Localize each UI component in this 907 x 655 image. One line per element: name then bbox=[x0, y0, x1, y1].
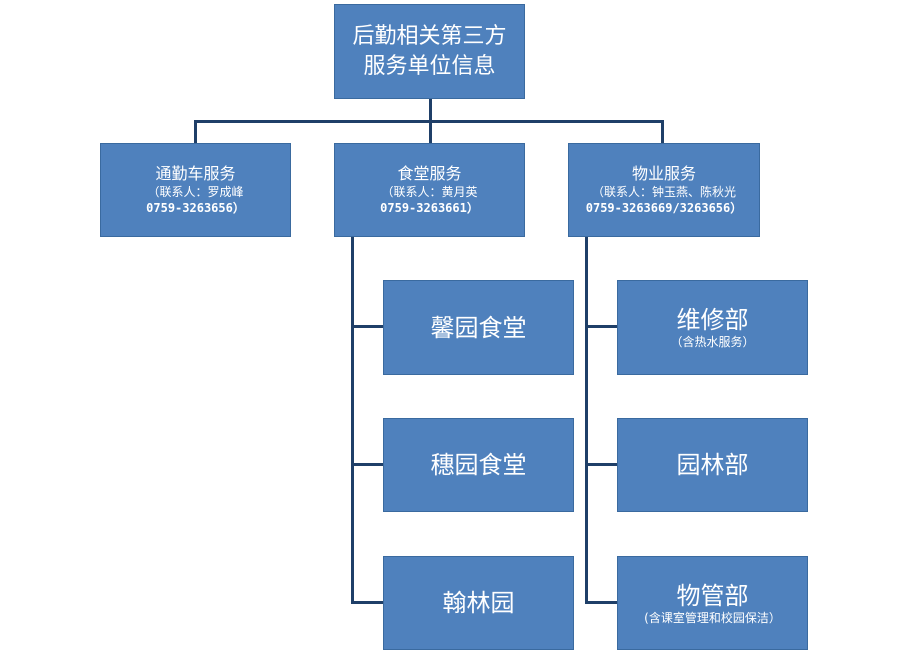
connector-to-commute bbox=[194, 120, 197, 144]
department-phone: 0759-3263656） bbox=[146, 201, 245, 215]
unit-landscaping: 园林部 bbox=[617, 418, 808, 512]
canteen-branch-2 bbox=[351, 463, 384, 466]
canteen-trunk-line bbox=[351, 236, 354, 603]
canteen-xinyuan: 馨园食堂 bbox=[383, 280, 574, 375]
unit-note: （含热水服务） bbox=[670, 335, 755, 349]
canteen-branch-3 bbox=[351, 601, 384, 604]
property-trunk-line bbox=[585, 236, 588, 603]
root-node: 后勤相关第三方 服务单位信息 bbox=[334, 4, 525, 99]
department-name: 通勤车服务 bbox=[155, 164, 236, 183]
canteen-branch-1 bbox=[351, 325, 384, 328]
property-branch-3 bbox=[585, 601, 618, 604]
root-title-line-2: 服务单位信息 bbox=[363, 53, 496, 79]
canteen-suiyuan: 穗园食堂 bbox=[383, 418, 574, 512]
unit-name: 翰林园 bbox=[442, 589, 515, 617]
department-name: 物业服务 bbox=[631, 164, 696, 183]
department-canteen: 食堂服务 （联系人：黄月英 0759-3263661） bbox=[334, 143, 525, 237]
unit-name: 园林部 bbox=[676, 451, 749, 479]
department-phone: 0759-3263661） bbox=[380, 201, 479, 215]
department-commute: 通勤车服务 （联系人：罗成峰 0759-3263656） bbox=[100, 143, 291, 237]
unit-name: 穗园食堂 bbox=[430, 451, 527, 479]
unit-name: 馨园食堂 bbox=[430, 313, 527, 342]
department-phone: 0759-3263669/3263656） bbox=[585, 201, 743, 215]
unit-maintenance: 维修部 （含热水服务） bbox=[617, 280, 808, 375]
root-title-line-1: 后勤相关第三方 bbox=[352, 23, 507, 49]
unit-name: 物管部 bbox=[676, 581, 749, 610]
connector-to-property bbox=[661, 120, 664, 144]
canteen-hanlinyuan: 翰林园 bbox=[383, 556, 574, 650]
unit-note: (含课室管理和校园保洁） bbox=[644, 610, 781, 625]
connector-root-down bbox=[429, 98, 432, 121]
department-name: 食堂服务 bbox=[397, 164, 462, 183]
department-contact: （联系人：钟玉燕、陈秋光 bbox=[591, 185, 736, 199]
property-branch-1 bbox=[585, 325, 618, 328]
connector-to-canteen bbox=[429, 120, 432, 144]
property-branch-2 bbox=[585, 463, 618, 466]
unit-name: 维修部 bbox=[676, 306, 749, 334]
department-property: 物业服务 （联系人：钟玉燕、陈秋光 0759-3263669/3263656） bbox=[568, 143, 760, 237]
unit-property-management: 物管部 (含课室管理和校园保洁） bbox=[617, 556, 808, 650]
department-contact: （联系人：黄月英 bbox=[381, 185, 478, 199]
department-contact: （联系人：罗成峰 bbox=[147, 185, 244, 199]
